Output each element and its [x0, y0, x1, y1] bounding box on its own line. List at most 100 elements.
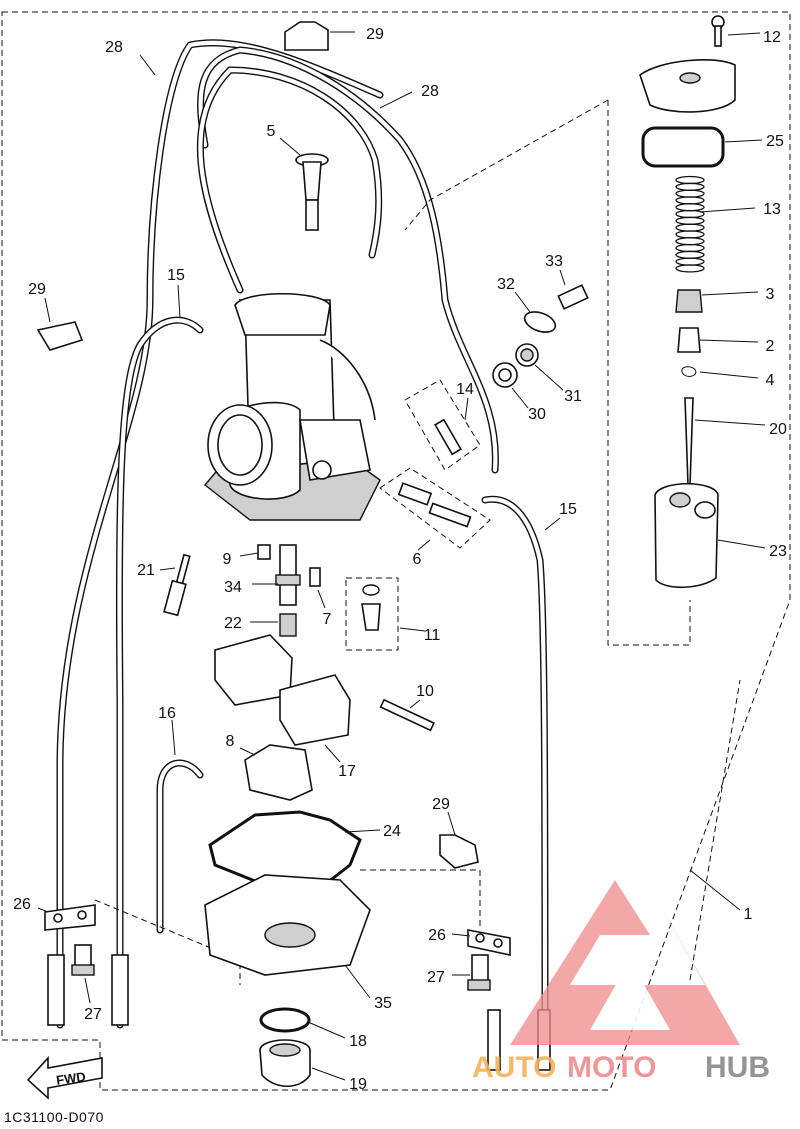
leader-line-6 [417, 539, 431, 551]
part-7-jet [309, 567, 321, 587]
spring-coil [675, 257, 705, 266]
part-23-throttle-slide [654, 482, 719, 589]
watermark-triangle-inner [590, 960, 670, 1030]
callout-25: 25 [766, 133, 784, 150]
part-20-needle [684, 397, 694, 486]
callout-7: 7 [323, 611, 332, 628]
part-11-group-box [345, 577, 399, 651]
part-27-bolt-left [71, 944, 95, 976]
callout-23: 23 [769, 543, 787, 560]
leader-line-13 [699, 207, 756, 213]
callout-14: 14 [456, 381, 474, 398]
watermark-hub: HUB [705, 1051, 770, 1084]
spring-coil [675, 189, 705, 198]
leader-line-14 [464, 397, 469, 421]
part-27-bolt-right [467, 954, 491, 991]
spring-coil [675, 209, 705, 219]
spring-coil [675, 182, 705, 191]
callout-13: 13 [763, 201, 781, 218]
leader-line-5 [279, 137, 301, 156]
part-6-screw [428, 502, 472, 528]
callout-26: 26 [428, 927, 446, 944]
leader-line-18 [307, 1021, 346, 1039]
callout-18: 18 [349, 1033, 367, 1050]
part-35-float-bowl [204, 874, 371, 976]
part-29-clip-right [439, 834, 479, 869]
tube-end-stub [47, 954, 65, 1026]
callout-22: 22 [224, 615, 242, 632]
fwd-arrow-icon: FWD [26, 1055, 103, 1100]
leader-dashed [404, 99, 609, 231]
callout-27: 27 [84, 1006, 102, 1023]
part-24-float-gasket [208, 810, 362, 902]
part-26-plate-right [467, 929, 511, 956]
leader-dashed [360, 869, 481, 930]
overflow-tube-right [481, 495, 549, 1064]
part-30-fitting [492, 362, 518, 388]
part-11-oring [362, 584, 380, 596]
callout-29: 29 [432, 796, 450, 813]
watermark-logo: AUTO MOTO HUB [472, 880, 770, 1084]
leader-line-15 [177, 284, 181, 319]
callout-9: 9 [223, 551, 232, 568]
part-21-screw [163, 553, 191, 617]
leader-line-2 [699, 339, 759, 343]
part-2-holder [677, 327, 701, 353]
leader-line-35 [344, 964, 371, 999]
watermark-moto: MOTO [567, 1051, 656, 1084]
part-18-oring [259, 1007, 311, 1033]
leader-dashed [607, 100, 691, 646]
part-3-holder [675, 289, 703, 313]
leader-line-27 [84, 977, 91, 1004]
leader-dashed [689, 679, 741, 981]
callout-5: 5 [267, 123, 276, 140]
leader-line-33 [559, 269, 566, 286]
spring-coil [675, 230, 705, 239]
callout-19: 19 [349, 1076, 367, 1093]
callout-33: 33 [545, 253, 563, 270]
leader-line-11 [399, 627, 426, 632]
part-29-clip-top [284, 21, 329, 51]
leader-dashed [94, 899, 241, 985]
callout-1: 1 [744, 906, 753, 923]
part-22-jet [279, 613, 297, 637]
callout-24: 24 [383, 823, 401, 840]
leader-line-29 [44, 297, 51, 323]
callout-34: 34 [224, 579, 242, 596]
callout-28: 28 [421, 83, 439, 100]
callout-2: 2 [766, 338, 775, 355]
part-29-clip-left [36, 321, 84, 351]
leader-line-4 [699, 371, 759, 379]
leader-line-26 [37, 907, 49, 913]
part-19-drain-plug [259, 1039, 311, 1088]
part-6-spring [397, 482, 433, 506]
part-26-plate-left [44, 904, 96, 931]
callout-30: 30 [528, 406, 546, 423]
part-34-jet [275, 544, 301, 606]
callout-31: 31 [564, 388, 582, 405]
leader-line-12 [727, 32, 761, 36]
part-31-fitting [515, 343, 539, 367]
assembly-boundary [1, 11, 791, 1091]
part-4-clip [681, 366, 697, 377]
part-17-float [214, 634, 351, 746]
leader-line-19 [311, 1067, 346, 1081]
leader-line-17 [324, 744, 341, 763]
watermark-triangle [510, 880, 740, 1045]
callout-6: 6 [413, 551, 422, 568]
carburetor-body [203, 293, 381, 521]
leader-line-29 [447, 811, 456, 836]
spring-coil [675, 203, 705, 212]
part-top-cap [639, 59, 736, 113]
part-8-float-valve-seat [244, 744, 313, 801]
leader-line-25 [724, 139, 763, 143]
leader-line-3 [701, 291, 759, 296]
part-5-adjuster [295, 153, 329, 231]
fwd-label: FWD [55, 1069, 86, 1088]
callout-27: 27 [427, 969, 445, 986]
leader-line-32 [514, 291, 531, 313]
leader-line-24 [344, 829, 381, 833]
leader-line-7 [317, 589, 326, 609]
